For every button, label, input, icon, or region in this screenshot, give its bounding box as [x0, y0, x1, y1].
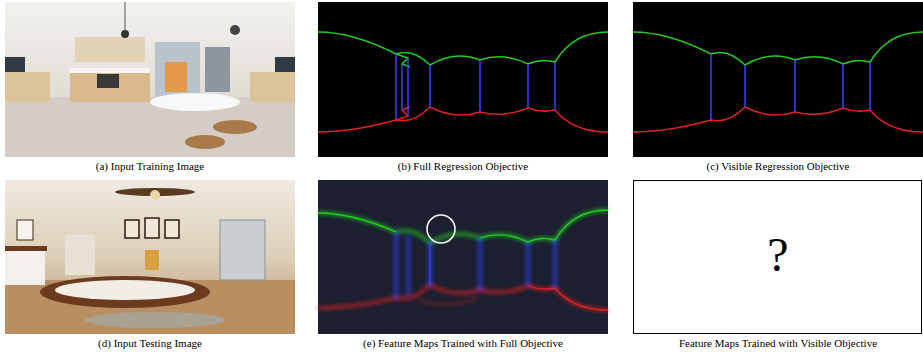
floor-line [318, 107, 608, 132]
visible-objective-panel: (c) Visible Regression Objective [633, 2, 923, 175]
table-runner [55, 280, 195, 300]
stool [185, 135, 225, 149]
panel-caption: (c) Visible Regression Objective [633, 160, 923, 173]
upper-cabinet [75, 37, 145, 62]
floor-line [633, 107, 923, 132]
panel-caption: (a) Input Training Image [5, 160, 295, 173]
ceiling-line [633, 32, 923, 65]
lamp [230, 25, 240, 35]
panel-caption: (b) Full Regression Objective [318, 160, 608, 173]
lamp [121, 30, 129, 38]
lower-cabinet [70, 72, 150, 102]
full-objective-panel: (b) Full Regression Objective [318, 2, 608, 175]
flowers [145, 250, 159, 270]
floor [5, 97, 295, 157]
hallway [65, 235, 95, 275]
rug [85, 312, 225, 328]
ceiling-response [318, 210, 608, 243]
wall-art [205, 47, 230, 92]
counter [70, 68, 150, 73]
lamp-cord [125, 2, 126, 32]
testing-panorama [5, 180, 295, 334]
sideboard [5, 250, 45, 285]
fan-light [150, 190, 160, 200]
floor-ghost [418, 298, 478, 305]
cabinet [5, 72, 50, 102]
cabinet [250, 72, 295, 102]
corner-response [396, 232, 555, 298]
map-ground [633, 2, 923, 157]
visible-layout-map [633, 2, 923, 157]
dining-table [40, 276, 210, 308]
full-layout-map [318, 2, 608, 157]
map-ground [318, 2, 608, 157]
full-feature-panel: (e) Feature Maps Trained with Full Objec… [318, 180, 608, 352]
training-panorama [5, 2, 295, 157]
sofa [165, 62, 187, 92]
floor-line [528, 286, 608, 310]
frame [165, 220, 179, 238]
frame [17, 220, 33, 240]
ceiling-line [480, 210, 608, 242]
corner-lines [396, 54, 555, 120]
corner-lines [711, 54, 870, 120]
placeholder-mark: ? [633, 229, 923, 281]
panel-caption: Feature Maps Trained with Visible Object… [633, 337, 923, 350]
frame [125, 220, 139, 238]
highlight-circle [427, 215, 455, 243]
glass-door [220, 220, 265, 280]
full-feature-map [318, 180, 608, 334]
screen [5, 57, 25, 72]
table [150, 93, 240, 111]
sideboard-top [5, 246, 47, 251]
training-image-panel: (a) Input Training Image [5, 2, 295, 175]
photo-ground [5, 180, 295, 334]
ceiling-line [318, 213, 396, 232]
doorway [155, 42, 200, 97]
frame [145, 218, 159, 238]
testing-image-panel: (d) Input Testing Image [5, 180, 295, 352]
ceiling-line [318, 32, 608, 65]
stool [213, 120, 257, 134]
panel-caption: (d) Input Testing Image [5, 337, 295, 350]
photo-ground [5, 2, 295, 157]
visible-feature-panel: ? Feature Maps Trained with Visible Objec… [633, 180, 923, 352]
panel-caption: (e) Feature Maps Trained with Full Objec… [318, 337, 608, 350]
oven [97, 74, 119, 88]
corner-line [429, 243, 430, 285]
map-ground [318, 180, 608, 334]
screen [275, 57, 295, 72]
floor-response [318, 285, 608, 310]
